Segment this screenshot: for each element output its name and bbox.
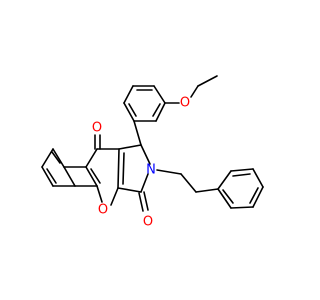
lactam-oxygen-label: O — [143, 215, 153, 230]
nitrogen-label: N — [146, 163, 156, 178]
pyranone-ring: O — [85, 148, 120, 218]
bond — [123, 102, 135, 122]
pyran-oxygen-label: O — [98, 203, 108, 218]
bond — [41, 148, 54, 168]
bond — [153, 85, 166, 104]
lactam-carbonyl: O — [138, 191, 153, 230]
bond — [110, 187, 119, 206]
bond — [117, 148, 120, 189]
bond — [118, 144, 142, 150]
phenyl-ring — [217, 168, 264, 209]
bond — [133, 120, 142, 146]
bond — [51, 151, 61, 164]
phenethyl-chain — [156, 169, 219, 193]
bond — [85, 148, 98, 168]
bond — [85, 166, 98, 187]
bond — [140, 173, 149, 193]
bond — [195, 188, 219, 193]
ether-oxygen-label: O — [180, 96, 190, 111]
ethoxy-group: O — [164, 75, 218, 111]
bond — [156, 169, 182, 175]
bond — [117, 187, 142, 193]
bond — [252, 186, 264, 208]
bond — [140, 144, 151, 165]
bond — [252, 168, 264, 188]
lactam-ring: N — [117, 144, 156, 193]
bond — [232, 173, 251, 177]
bond — [230, 206, 254, 209]
bond — [122, 152, 125, 185]
benzo-ring — [41, 148, 98, 187]
bond — [138, 192, 144, 212]
bond — [128, 103, 137, 117]
bond — [63, 166, 76, 187]
bond — [46, 168, 57, 184]
bond — [230, 168, 254, 172]
bond — [152, 103, 161, 117]
bond — [217, 170, 232, 190]
bond — [143, 191, 149, 211]
bond — [90, 168, 101, 184]
bond — [217, 188, 232, 209]
bond — [123, 85, 134, 104]
ethoxyphenyl-ring — [123, 85, 166, 122]
bond — [197, 75, 218, 87]
molecule-structure: O N O O O — [41, 75, 264, 230]
ketone-oxygen-label: O — [92, 121, 102, 136]
bond — [222, 189, 234, 204]
structure-canvas: O N O O O — [41, 75, 264, 230]
ketone-carbonyl: O — [92, 121, 102, 150]
bond — [41, 166, 54, 187]
bond — [190, 85, 199, 98]
bond — [249, 187, 259, 204]
bond — [180, 173, 197, 193]
bond — [52, 148, 65, 168]
bond — [96, 185, 103, 203]
bond — [155, 102, 166, 122]
